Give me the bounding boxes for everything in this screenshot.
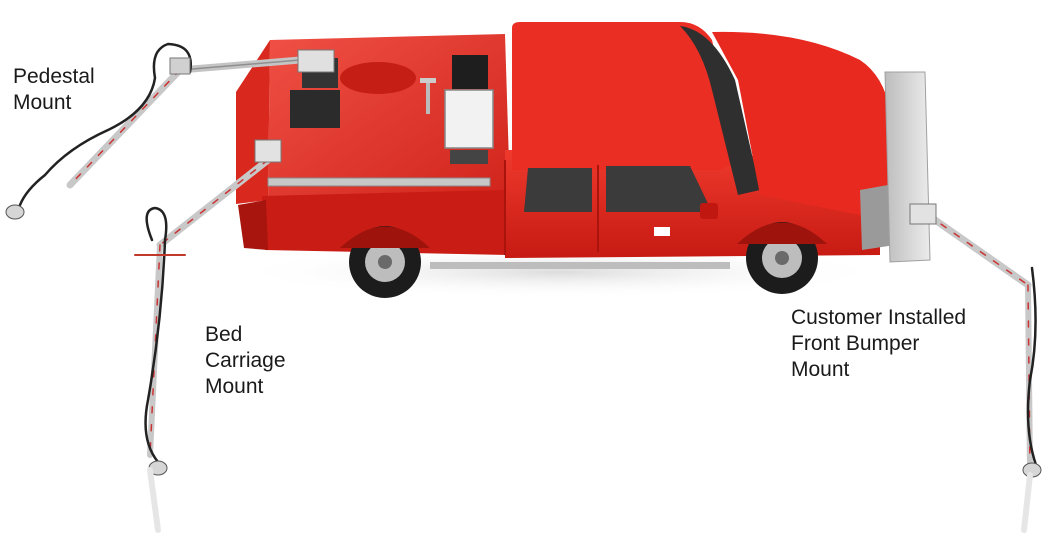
bed-carriage-mount-label-line-2: Carriage <box>205 348 286 374</box>
bed-mat-1 <box>290 90 340 128</box>
front-bumper-mount-label-line-3: Mount <box>791 357 966 383</box>
equipment-box <box>445 90 493 148</box>
equipment-top <box>452 55 488 89</box>
tailgate <box>238 200 268 250</box>
bed-carriage-mount-label: Bed Carriage Mount <box>205 322 286 400</box>
side-mirror <box>700 203 718 219</box>
door-badge <box>654 227 670 236</box>
front-bumper-mount-label-line-1: Customer Installed <box>791 305 966 331</box>
bed-carriage-mount-label-line-3: Mount <box>205 374 286 400</box>
front-bumper-mount-label-line-2: Front Bumper <box>791 331 966 357</box>
pedestal-mount-label-line-2: Mount <box>13 90 95 116</box>
front-bumper-mount-label: Customer Installed Front Bumper Mount <box>791 305 966 383</box>
wheel-well-hump <box>340 62 416 94</box>
bed-carriage-mount-label-line-1: Bed <box>205 322 286 348</box>
front-bumper-plate <box>885 72 930 262</box>
rear-side-window <box>524 168 592 212</box>
bed-rail <box>268 178 490 186</box>
pedestal-mount-label-line-1: Pedestal <box>13 64 95 90</box>
running-board <box>430 262 730 269</box>
pedestal-mount-label: Pedestal Mount <box>13 64 95 116</box>
